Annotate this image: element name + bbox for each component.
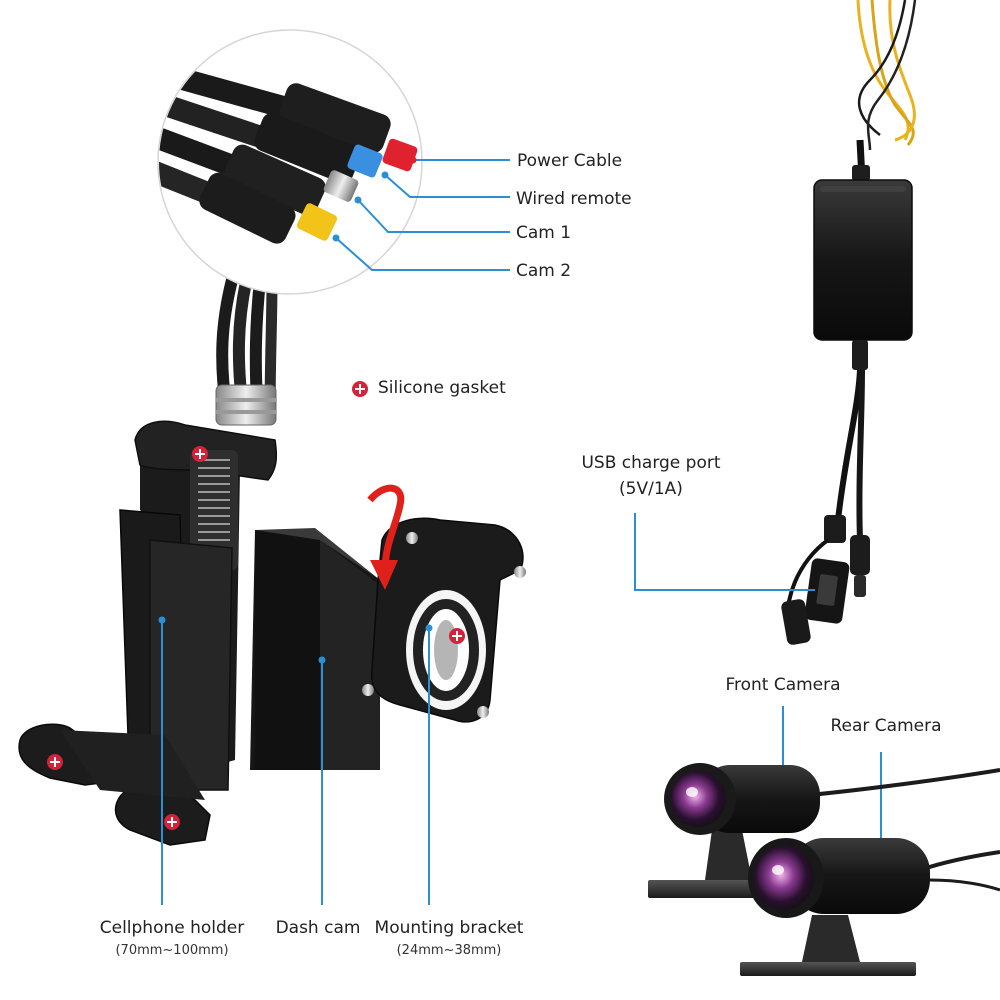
rear-camera bbox=[740, 838, 1000, 976]
label-usb-port: USB charge port bbox=[581, 453, 721, 473]
dash-cam-unit bbox=[250, 528, 380, 770]
usb-callout-line bbox=[634, 513, 815, 591]
label-wired-remote: Wired remote bbox=[516, 189, 632, 209]
cam2-connector-tip bbox=[296, 203, 338, 241]
label-rear-camera: Rear Camera bbox=[830, 716, 942, 736]
front-camera bbox=[648, 763, 1000, 898]
cable-bundle bbox=[215, 278, 278, 426]
gasket-markers bbox=[47, 446, 465, 830]
cellphone-holder bbox=[18, 420, 278, 846]
remote-connector-tip bbox=[347, 144, 383, 178]
connector-callouts bbox=[335, 159, 510, 271]
label-cam1: Cam 1 bbox=[516, 223, 572, 243]
label-front-camera: Front Camera bbox=[725, 675, 841, 695]
label-cam2: Cam 2 bbox=[516, 261, 572, 281]
label-usb-port-spec: (5V/1A) bbox=[619, 479, 683, 499]
label-power-cable: Power Cable bbox=[517, 151, 623, 171]
cam1-connector-tip bbox=[323, 170, 359, 202]
silicone-gasket-marker bbox=[352, 381, 368, 397]
label-silicone-gasket: Silicone gasket bbox=[378, 378, 506, 398]
label-mounting-bracket: Mounting bracket bbox=[374, 918, 524, 938]
power-adapter bbox=[781, 0, 917, 645]
connector-zoom-circle bbox=[157, 29, 423, 295]
label-cellphone-holder-size: (70mm~100mm) bbox=[115, 943, 229, 958]
rotate-arrow bbox=[367, 484, 405, 590]
label-cellphone-holder: Cellphone holder bbox=[99, 918, 245, 938]
label-dash-cam: Dash cam bbox=[275, 918, 361, 938]
power-connector-tip bbox=[382, 138, 418, 172]
label-mounting-bracket-size: (24mm~38mm) bbox=[396, 943, 502, 958]
mounting-bracket bbox=[362, 517, 526, 723]
